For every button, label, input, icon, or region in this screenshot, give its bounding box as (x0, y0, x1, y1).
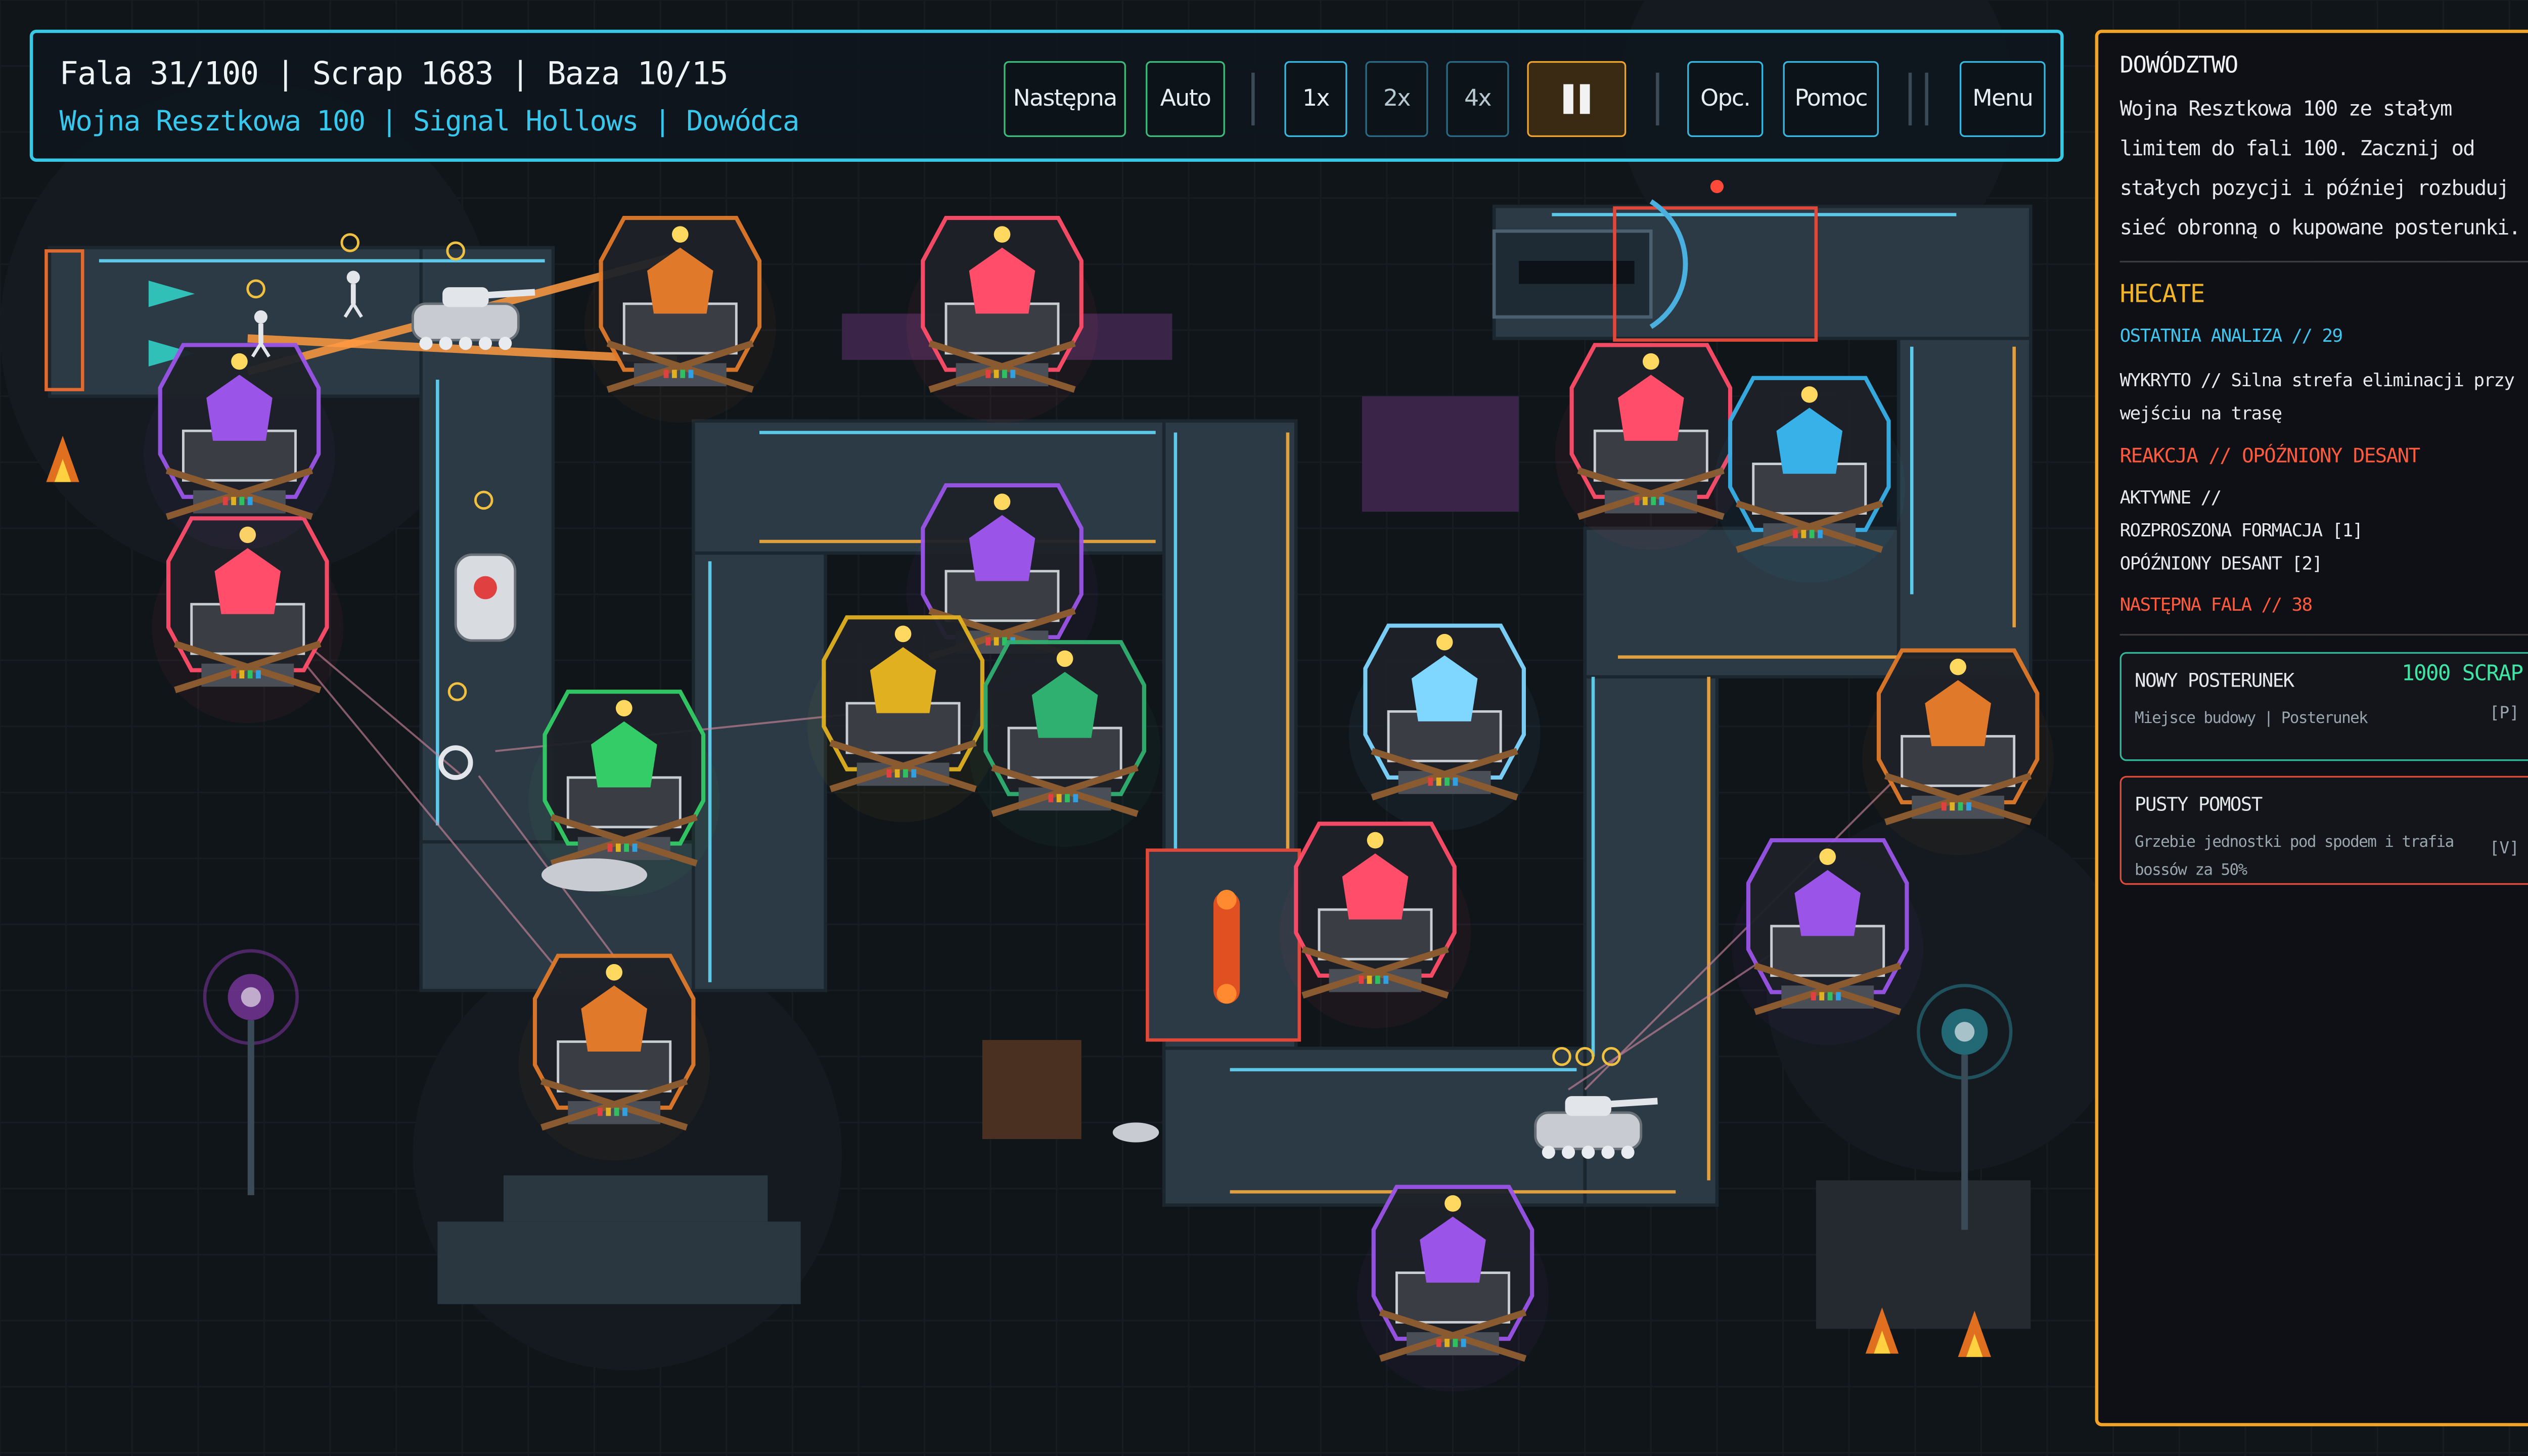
last-analysis: OSTATNIA ANALIZA // 29 (2119, 325, 2343, 347)
target-reticle-icon (474, 490, 493, 510)
power-generator (1146, 848, 1301, 1042)
turret-gold (807, 615, 999, 823)
decorative-structures (437, 313, 2031, 1329)
enemy-infantry-icon (251, 310, 271, 358)
entry-arrow-icon (148, 281, 195, 307)
enemy-hovercraft-icon (541, 858, 647, 892)
signal-antenna-icon (203, 949, 299, 1196)
target-reticle-icon (1575, 1047, 1595, 1066)
target-reticle-icon (246, 279, 265, 299)
hud-divider (1251, 72, 1254, 126)
turret-green (528, 690, 720, 897)
turret-layer (144, 215, 2054, 1392)
target-reticle-icon (340, 233, 360, 252)
turret-laser (584, 215, 776, 423)
base-exit (1492, 179, 1818, 342)
turret-crystal (152, 516, 344, 723)
hud-divider (1908, 72, 1911, 126)
turret-laser (518, 953, 710, 1161)
card-desc: Grzebie jednostki pod spodem i trafia bo… (2135, 833, 2454, 880)
active-label: AKTYWNE // (2119, 487, 2222, 509)
target-reticle-icon (446, 241, 465, 261)
enemy-drone-icon (454, 553, 517, 642)
panel-title: DOWÓDZTWO (2119, 53, 2239, 79)
command-panel: DOWÓDZTWO Wojna Resztkowa 100 ze stałym … (2095, 29, 2528, 1427)
status-readout: Fala 31/100 | Scrap 1683 | Baza 10/15 (59, 56, 729, 93)
enemy-path (48, 204, 2033, 1207)
enemy-scout-icon (1112, 1122, 1159, 1143)
fire-icon (54, 459, 71, 482)
hud-divider (1656, 72, 1658, 126)
speed-4x-button[interactable]: 4x (1446, 61, 1509, 138)
speed-1x-button[interactable]: 1x (1284, 61, 1347, 138)
next-wave-button[interactable]: Następna (1004, 61, 1126, 138)
turret-emerald (969, 640, 1161, 847)
top-hud: Fala 31/100 | Scrap 1683 | Baza 10/15 Wo… (29, 29, 2064, 162)
turret-prism (1357, 1185, 1549, 1392)
card-desc: Miejsce budowy | Posterunek (2135, 710, 2368, 728)
card-title: NOWY POSTERUNEK (2135, 668, 2294, 692)
enemy-walker-icon (438, 745, 473, 780)
entry-arrow-icon (148, 340, 195, 367)
beacon-icon (1710, 179, 1724, 194)
mission-subtitle: Wojna Resztkowa 100 | Signal Hollows | D… (59, 105, 800, 139)
divider (2119, 260, 2528, 263)
turret-prism (1732, 838, 1924, 1045)
target-reticle-icon (1602, 1047, 1621, 1066)
turret-prism (144, 343, 335, 550)
enemy-layer (246, 233, 1658, 1159)
card-hotkey: [P] (2489, 705, 2519, 723)
target-reticle-icon (447, 682, 467, 701)
empty-bridge-card[interactable]: PUSTY POMOST Grzebie jednostki pod spode… (2119, 776, 2528, 885)
active-item-1: ROZPROSZONA FORMACJA [1] (2119, 520, 2363, 542)
next-wave-info: NASTĘPNA FALA // 38 (2119, 594, 2313, 616)
panel-intro: Wojna Resztkowa 100 ze stałym limitem do… (2119, 96, 2521, 240)
signal-antenna-icon (1917, 984, 2013, 1230)
target-reticle-icon (1552, 1047, 1571, 1066)
enemy-tank-icon (411, 287, 535, 350)
entry-gate (44, 249, 195, 391)
options-button[interactable]: Opc. (1687, 61, 1764, 138)
reaction-info: REAKCJA // OPÓŹNIONY DESANT (2119, 444, 2421, 468)
turret-ice (1348, 623, 1541, 831)
menu-button[interactable]: Menu (1959, 61, 2046, 138)
detected-info: WYKRYTO // Silna strefa eliminacji przy … (2119, 370, 2515, 425)
divider (2119, 633, 2528, 636)
help-button[interactable]: Pomoc (1783, 61, 1879, 138)
fire-icon (1874, 1330, 1890, 1354)
active-item-2: OPÓŹNIONY DESANT [2] (2119, 553, 2323, 575)
card-hotkey: [V] (2489, 840, 2519, 858)
fire-icon (1958, 1310, 1991, 1357)
build-outpost-card[interactable]: NOWY POSTERUNEK 1000 SCRAP Miejsce budow… (2119, 652, 2528, 761)
fire-icon (1966, 1334, 1983, 1357)
turret-crystal (906, 215, 1098, 423)
card-cost: 1000 SCRAP (2402, 662, 2523, 687)
card-title: PUSTY POMOST (2135, 792, 2263, 816)
turret-ice-blue (1713, 376, 1906, 583)
target-name: HECATE (2119, 279, 2205, 309)
hud-divider (1925, 72, 1928, 126)
enemy-infantry-icon (343, 270, 363, 318)
auto-button[interactable]: Auto (1146, 61, 1225, 138)
enemy-tank-icon (1534, 1096, 1658, 1159)
turret-crystal (1555, 343, 1747, 550)
turret-laser (1862, 648, 2054, 855)
speed-2x-button[interactable]: 2x (1365, 61, 1428, 138)
pause-icon (1563, 84, 1590, 114)
pause-button[interactable] (1527, 61, 1627, 138)
turret-crystal (1279, 822, 1471, 1029)
